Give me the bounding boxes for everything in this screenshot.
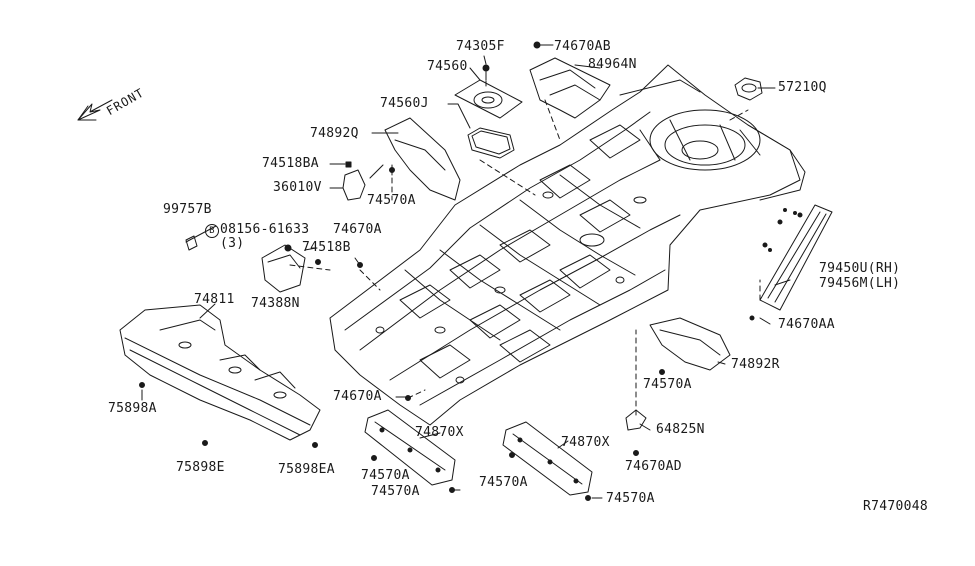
part-label-74670ab: 74670AB (554, 39, 611, 54)
bracket-84964n (529, 41, 611, 119)
part-label-74570a-top: 74570A (367, 193, 416, 208)
part-number-08156: 08156-61633 (220, 222, 310, 237)
part-label-74570a-b3: 74570A (479, 475, 528, 490)
floor-panel (329, 64, 806, 426)
member-74870x-right (502, 421, 593, 501)
part-label-74570a-right: 74570A (643, 377, 692, 392)
member-74870x-left (364, 409, 456, 493)
part-label-74518b: 74518B (302, 240, 351, 255)
part-label-57210q: 57210Q (778, 80, 827, 95)
part-label-84964n: 84964N (588, 57, 637, 72)
bracket-74892r (649, 317, 731, 375)
bracket-64825n (625, 409, 647, 456)
part-label-74870x-right: 74870X (561, 435, 610, 450)
part-label-64825n: 64825N (656, 422, 705, 437)
part-label-74670a-mid: 74670A (333, 222, 382, 237)
cover-seal-ring (467, 127, 515, 159)
front-arrow-icon (77, 99, 113, 121)
part-label-74570a-b2: 74570A (371, 484, 420, 499)
bolt-symbol-icon: B (205, 224, 219, 238)
part-label-79450u: 79450U(RH) (819, 261, 901, 276)
dashed-leader-lines (289, 71, 761, 416)
part-label-74670a-low: 74670A (333, 389, 382, 404)
part-label-74560: 74560 (427, 59, 468, 74)
part-label-74560j: 74560J (380, 96, 429, 111)
under-cover-74811 (119, 304, 321, 448)
plug-57210q (734, 77, 763, 101)
part-label-74670ad: 74670AD (625, 459, 682, 474)
part-label-74305f: 74305F (456, 39, 505, 54)
part-label-74570a-b4: 74570A (606, 491, 655, 506)
bracket-74892q (384, 117, 461, 201)
clip-99757b (185, 235, 198, 251)
part-label-74388n: 74388N (251, 296, 300, 311)
part-label-75898e: 75898E (176, 460, 225, 475)
part-label-99757b: 99757B (163, 202, 212, 217)
bracket-74388n (261, 244, 321, 293)
part-label-74892q: 74892Q (310, 126, 359, 141)
part-label-74870x-left: 74870X (415, 425, 464, 440)
part-label-74570a-b1: 74570A (361, 468, 410, 483)
fasteners (357, 208, 797, 401)
part-label-79456m: 79456M(LH) (819, 276, 901, 291)
leader-lines (141, 44, 791, 499)
diagram-code: R7470048 (863, 499, 929, 514)
part-label-75898ea: 75898EA (278, 462, 335, 477)
side-rail-79450u (749, 204, 833, 321)
part-label-74518ba: 74518BA (262, 156, 319, 171)
part-label-74892r: 74892R (731, 357, 780, 372)
part-label-36010v: 36010V (273, 180, 322, 195)
part-qty-08156: (3) (220, 236, 245, 251)
part-label-74811: 74811 (194, 292, 235, 307)
part-label-75898a: 75898A (108, 401, 157, 416)
part-label-74670aa: 74670AA (778, 317, 835, 332)
